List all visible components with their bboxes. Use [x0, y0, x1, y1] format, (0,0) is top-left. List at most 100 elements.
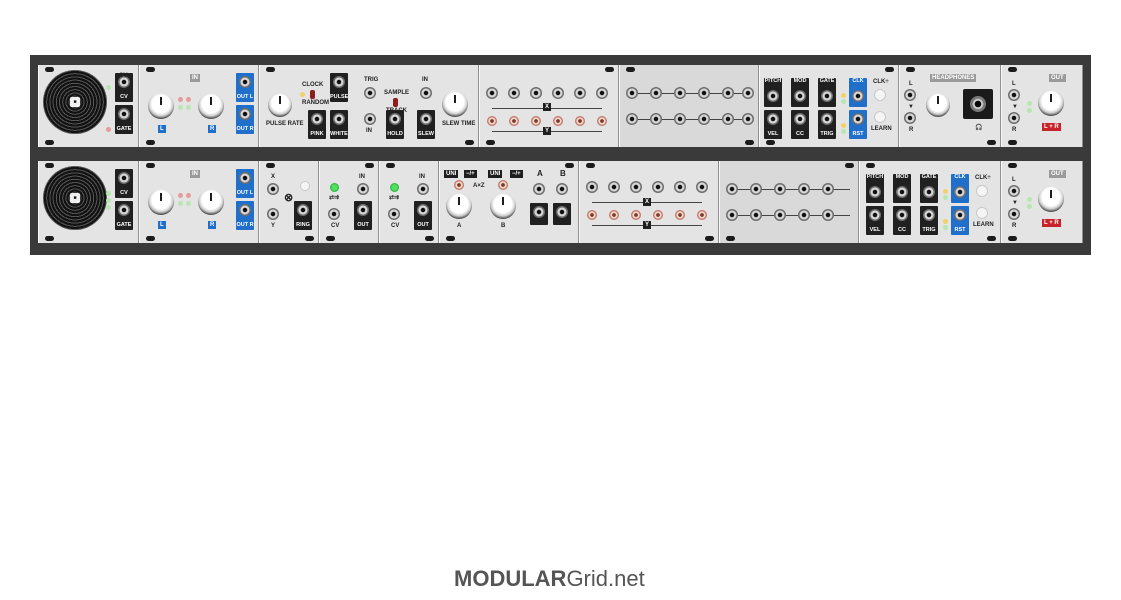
- out-jack[interactable]: [357, 204, 369, 216]
- b-mod-jack[interactable]: [498, 180, 508, 190]
- x-jack-3[interactable]: [630, 181, 642, 193]
- x-jack-5[interactable]: [674, 181, 686, 193]
- y-jack-4[interactable]: [653, 210, 663, 220]
- out-r-jack[interactable]: [239, 204, 251, 216]
- y-in-jack[interactable]: [267, 208, 279, 220]
- out-r-jack[interactable]: [1008, 112, 1020, 124]
- clk-jack[interactable]: [954, 186, 966, 198]
- pitch-jack[interactable]: [767, 90, 779, 102]
- x-jack-6[interactable]: [596, 87, 608, 99]
- output-volume-knob[interactable]: [1038, 90, 1064, 116]
- cv-jack[interactable]: [328, 208, 340, 220]
- input-gain-r-knob[interactable]: [198, 189, 224, 215]
- mult-jack[interactable]: [722, 87, 734, 99]
- slew-out-jack[interactable]: [420, 113, 432, 125]
- mult-jack[interactable]: [774, 209, 786, 221]
- sh-in-jack[interactable]: [364, 113, 376, 125]
- x-jack-1[interactable]: [486, 87, 498, 99]
- gate-jack[interactable]: [118, 108, 130, 120]
- a-level-knob[interactable]: [446, 193, 472, 219]
- pink-jack[interactable]: [311, 113, 323, 125]
- x-jack-2[interactable]: [608, 181, 620, 193]
- x-jack-5[interactable]: [574, 87, 586, 99]
- mult-jack[interactable]: [750, 209, 762, 221]
- y-jack-5[interactable]: [575, 116, 585, 126]
- mult-jack[interactable]: [674, 113, 686, 125]
- mult-jack[interactable]: [726, 183, 738, 195]
- y-jack-2[interactable]: [509, 116, 519, 126]
- y-jack-5[interactable]: [675, 210, 685, 220]
- y-jack-4[interactable]: [553, 116, 563, 126]
- cv-jack[interactable]: [388, 208, 400, 220]
- a-out-jack[interactable]: [533, 206, 545, 218]
- vel-jack[interactable]: [869, 209, 881, 221]
- cv-jack[interactable]: [118, 172, 130, 184]
- pitch-jack[interactable]: [869, 186, 881, 198]
- a-in-jack[interactable]: [533, 183, 545, 195]
- clk-div-button[interactable]: [976, 185, 988, 197]
- trig-jack[interactable]: [821, 113, 833, 125]
- mult-jack[interactable]: [774, 183, 786, 195]
- y-jack-1[interactable]: [587, 210, 597, 220]
- white-jack[interactable]: [333, 113, 345, 125]
- pulse-jack[interactable]: [333, 76, 345, 88]
- gate-jack[interactable]: [118, 204, 130, 216]
- cc-jack[interactable]: [794, 113, 806, 125]
- y-jack-6[interactable]: [697, 210, 707, 220]
- gate-jack[interactable]: [923, 186, 935, 198]
- mult-jack[interactable]: [698, 113, 710, 125]
- x-jack-4[interactable]: [652, 181, 664, 193]
- in-jack[interactable]: [417, 183, 429, 195]
- input-gain-l-knob[interactable]: [148, 93, 174, 119]
- mod-jack[interactable]: [794, 90, 806, 102]
- a-mod-jack[interactable]: [454, 180, 464, 190]
- b-in-jack[interactable]: [556, 183, 568, 195]
- y-jack-2[interactable]: [609, 210, 619, 220]
- headphone-jack[interactable]: [963, 89, 993, 119]
- y-jack-6[interactable]: [597, 116, 607, 126]
- clk-div-button[interactable]: [874, 89, 886, 101]
- sample-track-switch[interactable]: [393, 98, 398, 107]
- rst-jack[interactable]: [852, 113, 864, 125]
- trig-jack[interactable]: [364, 87, 376, 99]
- mod-jack[interactable]: [896, 186, 908, 198]
- input-gain-l-knob[interactable]: [148, 189, 174, 215]
- mult-jack[interactable]: [698, 87, 710, 99]
- rst-jack[interactable]: [954, 209, 966, 221]
- mult-jack[interactable]: [626, 87, 638, 99]
- mult-jack[interactable]: [722, 113, 734, 125]
- out-l-jack[interactable]: [1008, 89, 1020, 101]
- y-jack-3[interactable]: [631, 210, 641, 220]
- mult-jack[interactable]: [726, 209, 738, 221]
- hp-r-in-jack[interactable]: [904, 112, 916, 124]
- x-jack-4[interactable]: [552, 87, 564, 99]
- output-volume-knob[interactable]: [1038, 186, 1064, 212]
- slew-in-jack[interactable]: [420, 87, 432, 99]
- vel-jack[interactable]: [767, 113, 779, 125]
- b-level-knob[interactable]: [490, 193, 516, 219]
- x-jack-3[interactable]: [530, 87, 542, 99]
- x-in-jack[interactable]: [267, 183, 279, 195]
- learn-button[interactable]: [976, 207, 988, 219]
- learn-button[interactable]: [874, 111, 886, 123]
- y-jack-3[interactable]: [531, 116, 541, 126]
- hold-jack[interactable]: [389, 113, 401, 125]
- mult-jack[interactable]: [822, 209, 834, 221]
- mult-jack[interactable]: [798, 209, 810, 221]
- x-jack-1[interactable]: [586, 181, 598, 193]
- out-r-jack[interactable]: [239, 108, 251, 120]
- out-r-jack[interactable]: [1008, 208, 1020, 220]
- out-jack[interactable]: [417, 204, 429, 216]
- mult-jack[interactable]: [674, 87, 686, 99]
- input-gain-r-knob[interactable]: [198, 93, 224, 119]
- in-jack[interactable]: [357, 183, 369, 195]
- out-l-jack[interactable]: [239, 172, 251, 184]
- cc-jack[interactable]: [896, 209, 908, 221]
- y-jack-1[interactable]: [487, 116, 497, 126]
- pulse-rate-knob[interactable]: [268, 93, 292, 117]
- b-out-jack[interactable]: [556, 206, 568, 218]
- headphone-volume-knob[interactable]: [926, 93, 950, 117]
- mult-jack[interactable]: [650, 87, 662, 99]
- mult-jack[interactable]: [742, 113, 754, 125]
- ring-out-jack[interactable]: [297, 204, 309, 216]
